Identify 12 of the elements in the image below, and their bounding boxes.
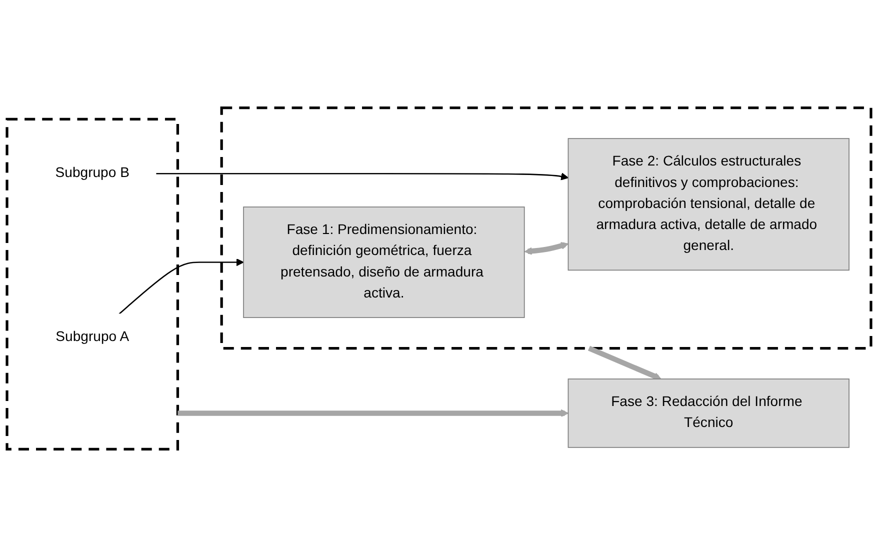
arrow <box>524 242 569 255</box>
cluster <box>6 118 180 450</box>
arrow <box>178 409 569 418</box>
cluster <box>220 106 872 350</box>
arrow <box>118 258 244 315</box>
node-box: Fase 1: Predimensionamiento: definición geométrica, fuerza pretensado, diseño de armadura activa. <box>243 206 525 318</box>
arrow <box>588 346 662 380</box>
arrow <box>156 172 569 180</box>
node-box: Fase 2: Cálculos estructurales definitivos y comprobaciones: comprobación tensional, detalle de armadura activa, detalle de armado general. <box>568 138 850 271</box>
node-text: Subgrupo B <box>55 166 130 181</box>
node-text: Subgrupo A <box>56 330 130 345</box>
node-box: Fase 3: Redacción del Informe Técnico <box>568 378 850 448</box>
